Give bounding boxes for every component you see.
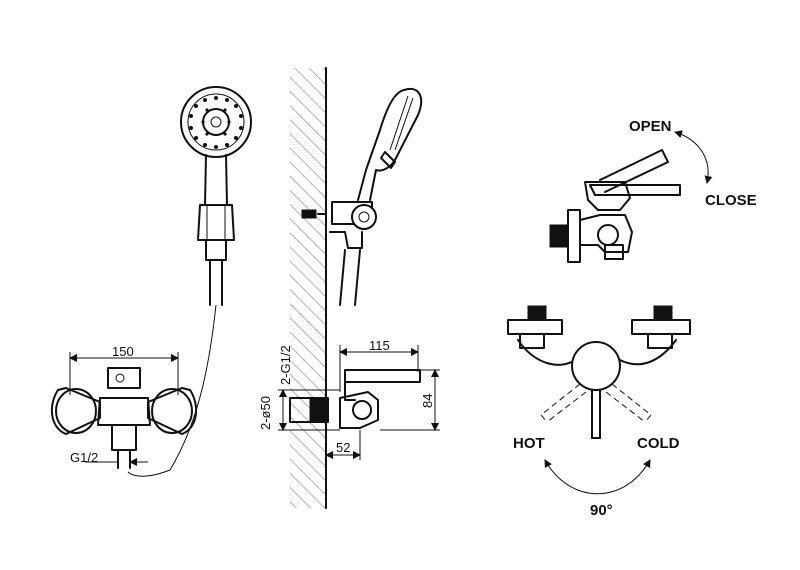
cold-label: COLD — [637, 435, 680, 452]
hand-shower-front-view — [127, 86, 252, 477]
shower-side-view — [290, 67, 423, 509]
mixer-dimension-front-view: 150 G1/2 — [50, 344, 198, 469]
open-label: OPEN — [629, 118, 672, 135]
dim-84: 84 — [420, 394, 435, 408]
dim-g12: G1/2 — [70, 450, 98, 465]
angle-label: 90° — [590, 502, 613, 519]
dim-115: 115 — [369, 338, 390, 353]
dim-150: 150 — [112, 344, 134, 359]
lever-open-close-view: OPEN CLOSE — [549, 118, 757, 263]
dim-2dia50: 2-ø50 — [258, 396, 273, 430]
wall-hatch — [290, 68, 326, 508]
mixer-dimension-side-view: 2-G1/2 2-ø50 115 84 52 — [258, 338, 440, 460]
spray-nozzles — [189, 96, 243, 149]
mixer-front-view: HOT COLD 90° — [507, 305, 691, 519]
hot-label: HOT — [513, 435, 545, 452]
dim-2g12: 2-G1/2 — [278, 345, 293, 385]
close-label: CLOSE — [705, 192, 757, 209]
dim-52: 52 — [336, 440, 350, 455]
